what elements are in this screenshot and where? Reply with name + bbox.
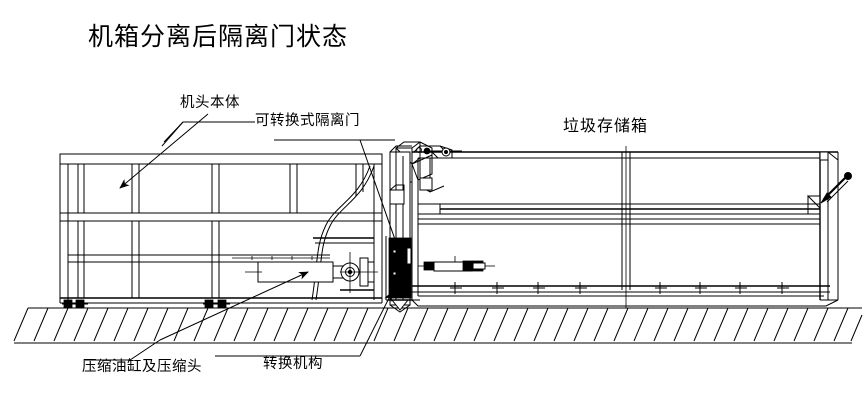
leader-lines (85, 113, 399, 361)
garbage-storage-box (411, 145, 853, 308)
frame-post-upper-3 (211, 164, 220, 213)
machine-head-body (59, 153, 383, 304)
storage-box-bottom-ticks (450, 282, 789, 294)
label-storage-box: 垃圾存储箱 (563, 116, 648, 135)
frame-post-upper-2 (131, 164, 140, 213)
label-machine-head: 机头本体 (180, 94, 240, 111)
page-title: 机箱分离后隔离门状态 (88, 22, 348, 51)
label-conversion-mechanism: 转换机构 (263, 355, 323, 372)
frame-post-lower-1 (77, 221, 85, 298)
storage-box-actuator (418, 256, 495, 272)
ground-hatching (13, 307, 863, 344)
frame-post-lower-2 (131, 221, 140, 298)
frame-post-upper-1 (77, 164, 85, 213)
frame-post-upper-4 (289, 164, 298, 213)
frame-post-upper-5 (355, 164, 364, 196)
storage-box-front-hinge (413, 145, 472, 193)
rear-lever-handle (820, 171, 853, 204)
compression-cylinder-assembly (232, 252, 378, 293)
frame-post-lower-3 (211, 221, 220, 298)
conversion-mechanism (385, 141, 462, 313)
storage-box-mid-post (621, 146, 631, 308)
machine-head-wheels (62, 299, 230, 309)
label-compression-cylinder: 压缩油缸及压缩头 (82, 357, 202, 375)
label-convertible-door: 可转换式隔离门 (255, 112, 360, 129)
